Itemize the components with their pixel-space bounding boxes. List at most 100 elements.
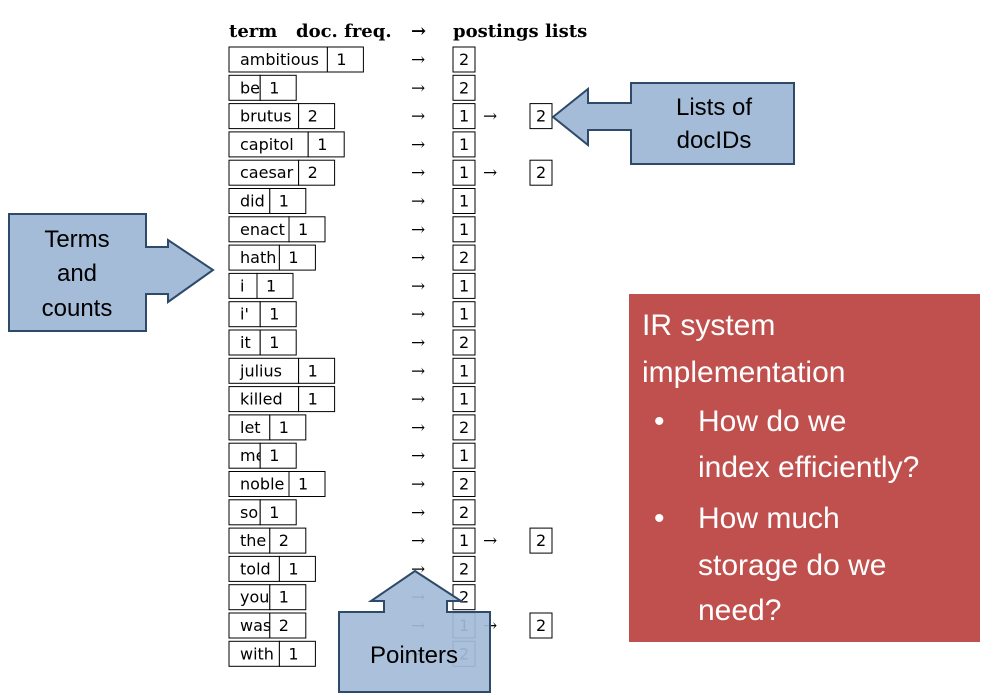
- posting-docid: 2: [459, 503, 469, 522]
- posting-docid: 2: [536, 616, 546, 635]
- term-cell: [228, 216, 290, 243]
- posting-docid: 1: [459, 361, 469, 380]
- posting-cell: [452, 103, 476, 130]
- posting-docid: 2: [536, 107, 546, 126]
- pointers-callout: Pointers: [338, 569, 491, 693]
- posting-docid: 1: [459, 107, 469, 126]
- posting-docid: 2: [459, 475, 469, 494]
- term-cell: [228, 527, 271, 554]
- pointers-callout-label: Pointers: [370, 642, 458, 669]
- term-cell: [228, 159, 300, 186]
- doc-freq-value: 1: [279, 192, 289, 211]
- posting-docid: 2: [536, 163, 546, 182]
- posting-cell: [452, 46, 476, 73]
- term-label: enact: [240, 220, 285, 239]
- doc-freq-cell: [259, 442, 297, 469]
- doc-freq-value: 1: [336, 50, 346, 69]
- doc-freq-cell: [269, 527, 307, 554]
- term-cell: [228, 188, 271, 214]
- term-cell: [228, 329, 261, 356]
- doc-freq-value: 1: [269, 333, 279, 352]
- pointer-arrow: →: [411, 475, 425, 495]
- pointer-arrow: →: [411, 531, 425, 551]
- posting-cell: [452, 188, 476, 214]
- doc-freq-cell: [269, 188, 307, 214]
- pointer-arrow: →: [411, 333, 425, 353]
- doc-freq-cell: [288, 216, 326, 243]
- posting-docid: 1: [459, 276, 469, 295]
- posting-docid: 2: [459, 248, 469, 267]
- pointer-arrow: →: [411, 163, 425, 183]
- doc-freq-cell: [278, 555, 316, 582]
- ir-box-title-line-2: implementation: [642, 356, 845, 389]
- posting-cell: [452, 527, 476, 554]
- lists-callout-line-1: Lists of: [676, 94, 752, 121]
- terms-callout-shape: [8, 213, 215, 332]
- posting-cell: [452, 555, 476, 582]
- pointer-arrow: →: [411, 50, 425, 70]
- terms-callout-line-3: counts: [42, 295, 113, 322]
- doc-freq-cell: [269, 414, 307, 441]
- term-label: noble: [240, 475, 284, 494]
- doc-freq-value: 1: [308, 390, 318, 409]
- doc-freq-cell: [298, 386, 336, 413]
- doc-freq-value: 1: [269, 78, 279, 97]
- header-arrow: →: [411, 21, 426, 42]
- posting-docid: 1: [459, 135, 469, 154]
- posting-cell: [452, 74, 476, 101]
- pointer-arrow: →: [411, 220, 425, 240]
- term-label: hath: [240, 248, 276, 267]
- posting-cell: [452, 329, 476, 356]
- doc-freq-cell: [259, 499, 297, 526]
- term-cell: [228, 640, 280, 667]
- doc-freq-cell: [269, 584, 307, 611]
- posting-docid: 2: [459, 78, 469, 97]
- term-cell: [228, 46, 328, 73]
- posting-cell: [529, 527, 553, 554]
- posting-cell: [452, 272, 476, 299]
- doc-freq-cell: [259, 301, 297, 328]
- posting-cell: [452, 499, 476, 526]
- doc-freq-value: 1: [266, 276, 276, 295]
- postings-link-arrow: →: [483, 163, 497, 183]
- doc-freq-value: 1: [269, 446, 279, 465]
- term-label: was: [240, 616, 271, 635]
- pointer-arrow: →: [411, 107, 425, 127]
- dictionary-row: i'1→1: [228, 301, 476, 328]
- term-cell: [228, 131, 309, 158]
- posting-docid: 2: [459, 50, 469, 69]
- doc-freq-cell: [307, 131, 345, 158]
- posting-cell: [529, 103, 553, 130]
- pointer-arrow: →: [411, 248, 425, 268]
- doc-freq-value: 1: [288, 559, 298, 578]
- term-label: ambitious: [240, 50, 319, 69]
- posting-docid: 2: [536, 531, 546, 550]
- doc-freq-value: 2: [279, 616, 289, 635]
- doc-freq-cell: [298, 103, 336, 130]
- doc-freq-cell: [326, 46, 364, 73]
- ir-box-bullet-2-line-3: need?: [698, 594, 781, 627]
- header-postings-lists: postings lists: [453, 21, 587, 42]
- term-label: it: [240, 333, 251, 352]
- term-label: brutus: [240, 107, 292, 126]
- posting-cell: [452, 131, 476, 158]
- pointer-arrow: →: [411, 135, 425, 155]
- posting-cell: [529, 612, 553, 639]
- posting-cell: [452, 159, 476, 186]
- posting-docid: 1: [459, 163, 469, 182]
- header-term: term: [229, 21, 277, 42]
- pointer-arrow: →: [411, 446, 425, 466]
- column-headers: term doc. freq. → postings lists: [229, 21, 587, 42]
- term-label: you: [240, 588, 269, 607]
